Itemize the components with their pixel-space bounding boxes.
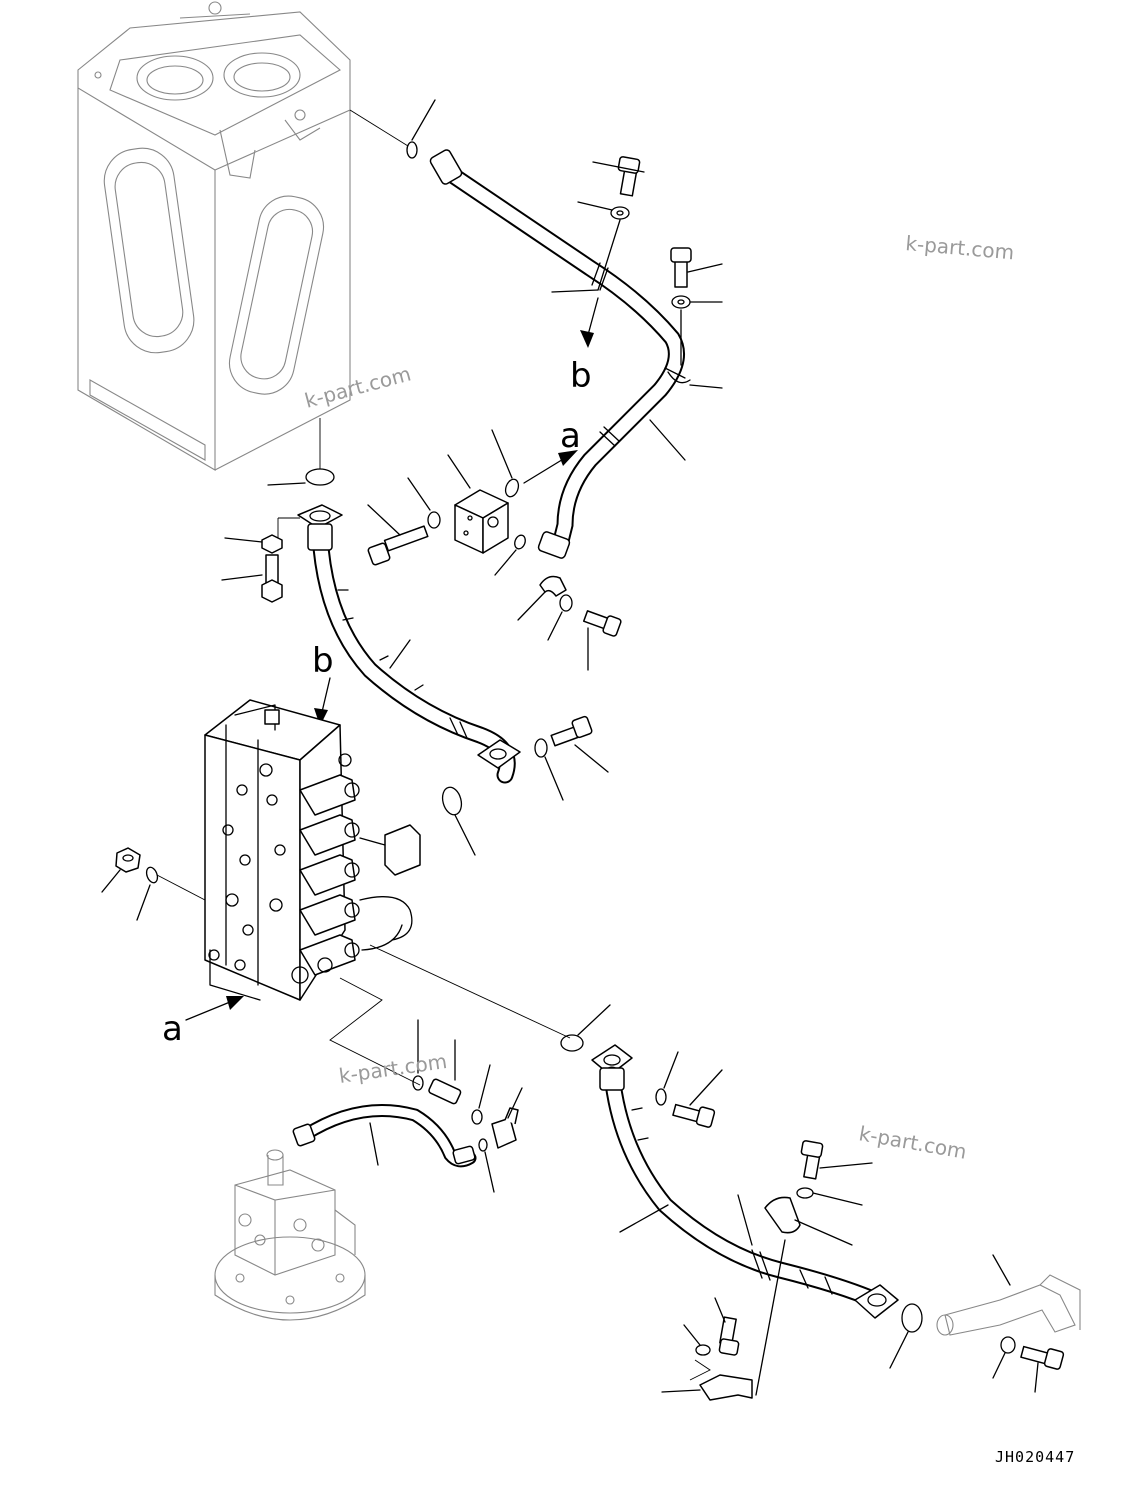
long-bolt — [367, 504, 429, 566]
clamp-lower — [764, 1196, 853, 1246]
bolt-upper-1 — [592, 156, 645, 197]
washer-hole — [677, 299, 685, 305]
washer — [610, 206, 630, 220]
bolt-left — [221, 554, 283, 603]
bolt-lower-1 — [672, 1069, 723, 1128]
washer — [671, 295, 691, 309]
o-ring — [305, 468, 335, 486]
o-ring — [406, 141, 418, 159]
return-pipe-lower — [599, 1066, 884, 1309]
nut-left — [224, 534, 283, 554]
callout-b-upper: b — [570, 356, 592, 396]
o-ring — [145, 866, 159, 884]
washer-hole — [616, 210, 624, 216]
o-ring — [901, 1303, 923, 1333]
o-ring — [471, 1109, 483, 1125]
o-ring — [478, 1138, 488, 1152]
swing-hose — [292, 1104, 477, 1168]
washer — [427, 511, 441, 529]
callout-a-upper: a — [560, 416, 581, 456]
arrow-a-upper — [523, 450, 578, 484]
elbow-fitting — [491, 1087, 523, 1149]
tube-elbow — [936, 1254, 1081, 1336]
arrow-a-lower — [185, 996, 244, 1021]
bolt-right-of-valve — [550, 715, 609, 773]
o-ring — [514, 534, 526, 550]
o-ring — [441, 786, 463, 816]
washer — [796, 1187, 814, 1199]
bolt-upper-2 — [670, 247, 723, 288]
washer — [534, 738, 548, 758]
bolt-lower-3 — [714, 1297, 740, 1356]
clamp — [517, 575, 567, 621]
watermark: k-part.com — [302, 361, 413, 412]
watermark: k-part.com — [905, 231, 1016, 264]
hydraulic-tank — [77, 1, 351, 471]
junction-block — [447, 454, 509, 554]
arrow-b-lower — [314, 677, 331, 726]
washer — [695, 1344, 711, 1356]
bolt-far-right — [1020, 1345, 1065, 1393]
flange-lower — [477, 739, 521, 769]
bolt-mid — [582, 610, 622, 671]
washer — [559, 594, 573, 612]
swing-motor — [214, 1149, 366, 1321]
watermark: k-part.com — [857, 1121, 968, 1164]
o-ring — [504, 478, 520, 498]
washer — [655, 1088, 667, 1106]
callout-a-lower: a — [162, 1009, 183, 1049]
o-ring — [412, 1075, 424, 1091]
bracket — [661, 1239, 786, 1401]
adapter-sleeve — [428, 1039, 462, 1105]
drawing-number: JH020447 — [995, 1448, 1075, 1466]
washer — [1000, 1336, 1016, 1354]
o-ring — [560, 1034, 584, 1052]
control-valve — [204, 699, 421, 1001]
bolt-lower-2 — [800, 1140, 873, 1180]
flange-end — [854, 1284, 899, 1319]
arrow-b-upper — [580, 297, 599, 348]
plug — [101, 847, 141, 893]
return-pipe-upper — [429, 149, 691, 559]
callout-b-lower: b — [312, 641, 334, 681]
